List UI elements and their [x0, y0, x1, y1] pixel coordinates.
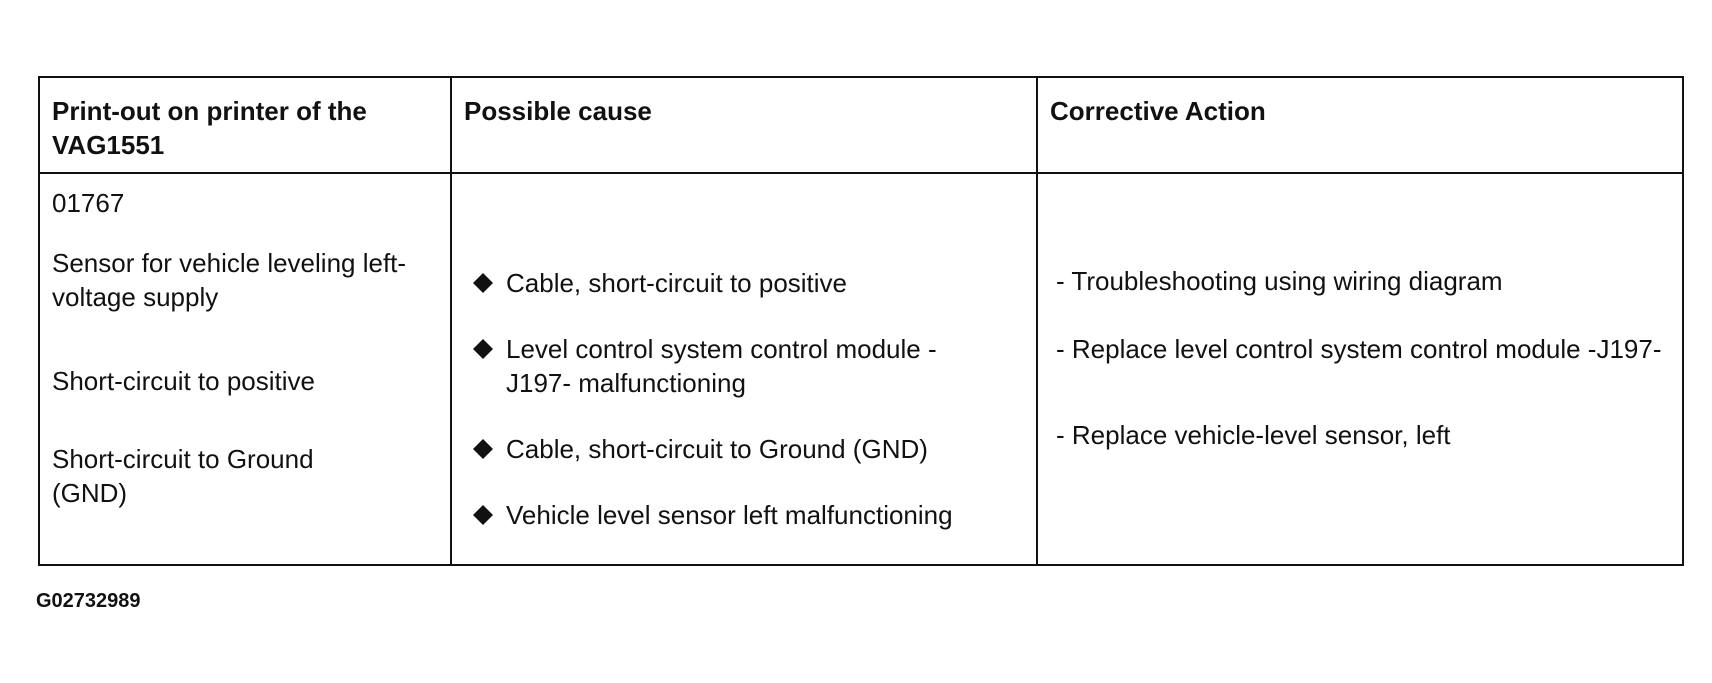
cause-text: Vehicle level sensor left malfunctioning [506, 500, 953, 530]
fault-code: 01767 [52, 188, 125, 218]
diamond-bullet-icon [470, 266, 496, 300]
action-item: - Replace vehicle-level sensor, left [1056, 420, 1451, 450]
action-item: - Replace level control system control m… [1056, 334, 1662, 364]
column-divider-2 [1036, 78, 1038, 564]
diamond-bullet-icon [470, 498, 496, 532]
cause-item: Cable, short-circuit to positive [470, 266, 1030, 300]
figure-id: G02732989 [36, 590, 141, 612]
column-divider-1 [450, 78, 452, 564]
cause-text: Level control system control module -J19… [506, 334, 937, 398]
fault-condition-positive: Short-circuit to positive [52, 366, 315, 396]
header-printout: Print-out on printer of the VAG1551 [52, 96, 367, 160]
diamond-bullet-icon [470, 432, 496, 466]
action-item: - Troubleshooting using wiring diagram [1056, 266, 1503, 296]
cause-item: Cable, short-circuit to Ground (GND) [470, 432, 1030, 466]
diamond-bullet-icon [470, 332, 496, 366]
fault-description: Sensor for vehicle leveling left-voltage… [52, 248, 407, 312]
cause-text: Cable, short-circuit to positive [506, 268, 848, 298]
troubleshooting-table: Print-out on printer of the VAG1551 Poss… [38, 76, 1684, 566]
header-divider [40, 172, 1682, 174]
header-possible-cause: Possible cause [464, 96, 652, 126]
cause-item: Level control system control module -J19… [470, 332, 990, 400]
header-corrective-action: Corrective Action [1050, 96, 1266, 126]
cause-text: Cable, short-circuit to Ground (GND) [506, 434, 928, 464]
cause-item: Vehicle level sensor left malfunctioning [470, 498, 1030, 532]
fault-condition-ground: Short-circuit to Ground (GND) [52, 444, 314, 508]
